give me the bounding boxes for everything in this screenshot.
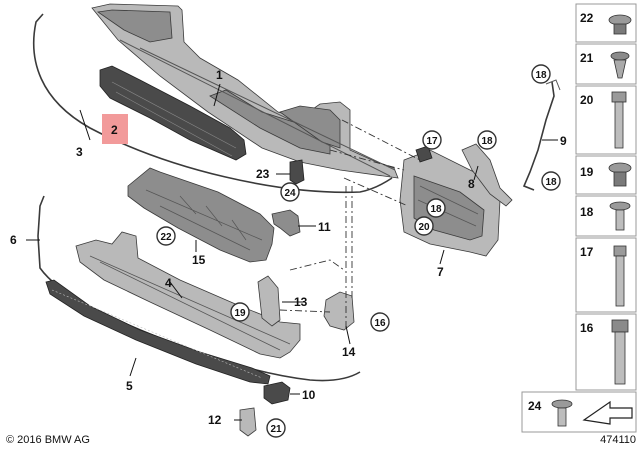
callout-11: 11 [318, 220, 331, 234]
part-14-holder [323, 291, 355, 331]
legend-19-label: 19 [580, 165, 594, 179]
svg-text:18: 18 [535, 70, 547, 81]
copyright: © 2016 BMW AG [6, 434, 90, 446]
circled-ref-24: 24 [280, 182, 300, 202]
long-bolt-icon [613, 245, 627, 307]
part-11-bracket [271, 209, 301, 237]
svg-text:16: 16 [374, 318, 386, 329]
circled-ref-17: 17 [422, 130, 442, 150]
callout-2: 2 [111, 123, 118, 137]
callout-8: 8 [468, 177, 475, 191]
legend-24-label: 24 [528, 399, 542, 413]
part-4-lower-carrier [75, 231, 301, 359]
circled-ref-20: 20 [414, 216, 434, 236]
screw-24-icon [551, 399, 573, 427]
circled-ref-16: 16 [370, 312, 390, 332]
hex-bolt-icon [611, 91, 627, 149]
callout-10: 10 [302, 388, 316, 402]
circled-ref-18-a: 18 [477, 130, 497, 150]
callout-15: 15 [192, 253, 206, 267]
leader-lines [26, 83, 558, 421]
callout-1: 1 [216, 68, 223, 82]
legend-24-box: 24 [521, 391, 637, 433]
part-13-bracket [257, 275, 281, 327]
legend-17-label: 17 [580, 245, 594, 259]
alignment-lines [279, 119, 421, 330]
part-23-clip [289, 159, 305, 185]
circled-ref-18-b: 18 [531, 64, 551, 84]
circled-ref-22: 22 [156, 226, 176, 246]
svg-text:18: 18 [430, 204, 442, 215]
svg-text:21: 21 [270, 424, 282, 435]
svg-text:18: 18 [481, 136, 493, 147]
part-8-bracket [461, 143, 513, 207]
legend-18-label: 18 [580, 205, 594, 219]
svg-text:19: 19 [234, 308, 246, 319]
legend-22-label: 22 [580, 11, 594, 25]
svg-text:18: 18 [545, 177, 557, 188]
callout-14: 14 [342, 345, 356, 359]
legend-21-label: 21 [580, 51, 594, 65]
screw-icon [609, 201, 631, 231]
flange-nut-icon [608, 162, 632, 187]
diagram-id: 474110 [600, 434, 636, 446]
callout-13: 13 [294, 295, 308, 309]
legend-20-label: 20 [580, 93, 594, 107]
svg-text:20: 20 [418, 222, 430, 233]
part-10-sensor [263, 381, 291, 405]
callout-7: 7 [437, 265, 444, 279]
callout-9: 9 [560, 134, 567, 148]
callout-12: 12 [208, 413, 222, 427]
legend-16-label: 16 [580, 321, 594, 335]
part-2-highlight [102, 114, 128, 144]
part-1-carrier [91, 3, 399, 179]
direction-arrow-icon [582, 400, 633, 425]
part-15-deflector [127, 167, 275, 263]
callout-23: 23 [256, 167, 270, 181]
nut-icon [608, 14, 632, 35]
svg-text:17: 17 [426, 136, 438, 147]
part-5-grille [45, 279, 271, 385]
circled-ref-18-d: 18 [426, 198, 446, 218]
part-9-cable [522, 81, 555, 191]
part-3-wire [32, 13, 393, 194]
circled-ref-21: 21 [266, 418, 286, 438]
svg-text:24: 24 [284, 188, 296, 199]
circled-ref-18-c: 18 [541, 171, 561, 191]
callout-3: 3 [76, 145, 83, 159]
callout-5: 5 [126, 379, 133, 393]
callout-4: 4 [165, 276, 172, 290]
circled-ref-19: 19 [230, 302, 250, 322]
part-17-bracket [415, 145, 433, 163]
callout-6: 6 [10, 233, 17, 247]
svg-text:22: 22 [160, 232, 172, 243]
fastener-legend: 22 21 20 19 18 [575, 3, 637, 391]
socket-bolt-icon [611, 319, 629, 385]
part-2-absorber [99, 65, 247, 161]
push-rivet-icon [610, 51, 630, 79]
legend-21-box [575, 43, 637, 85]
part-12-clip [239, 407, 257, 437]
legend-20-box [575, 85, 637, 155]
